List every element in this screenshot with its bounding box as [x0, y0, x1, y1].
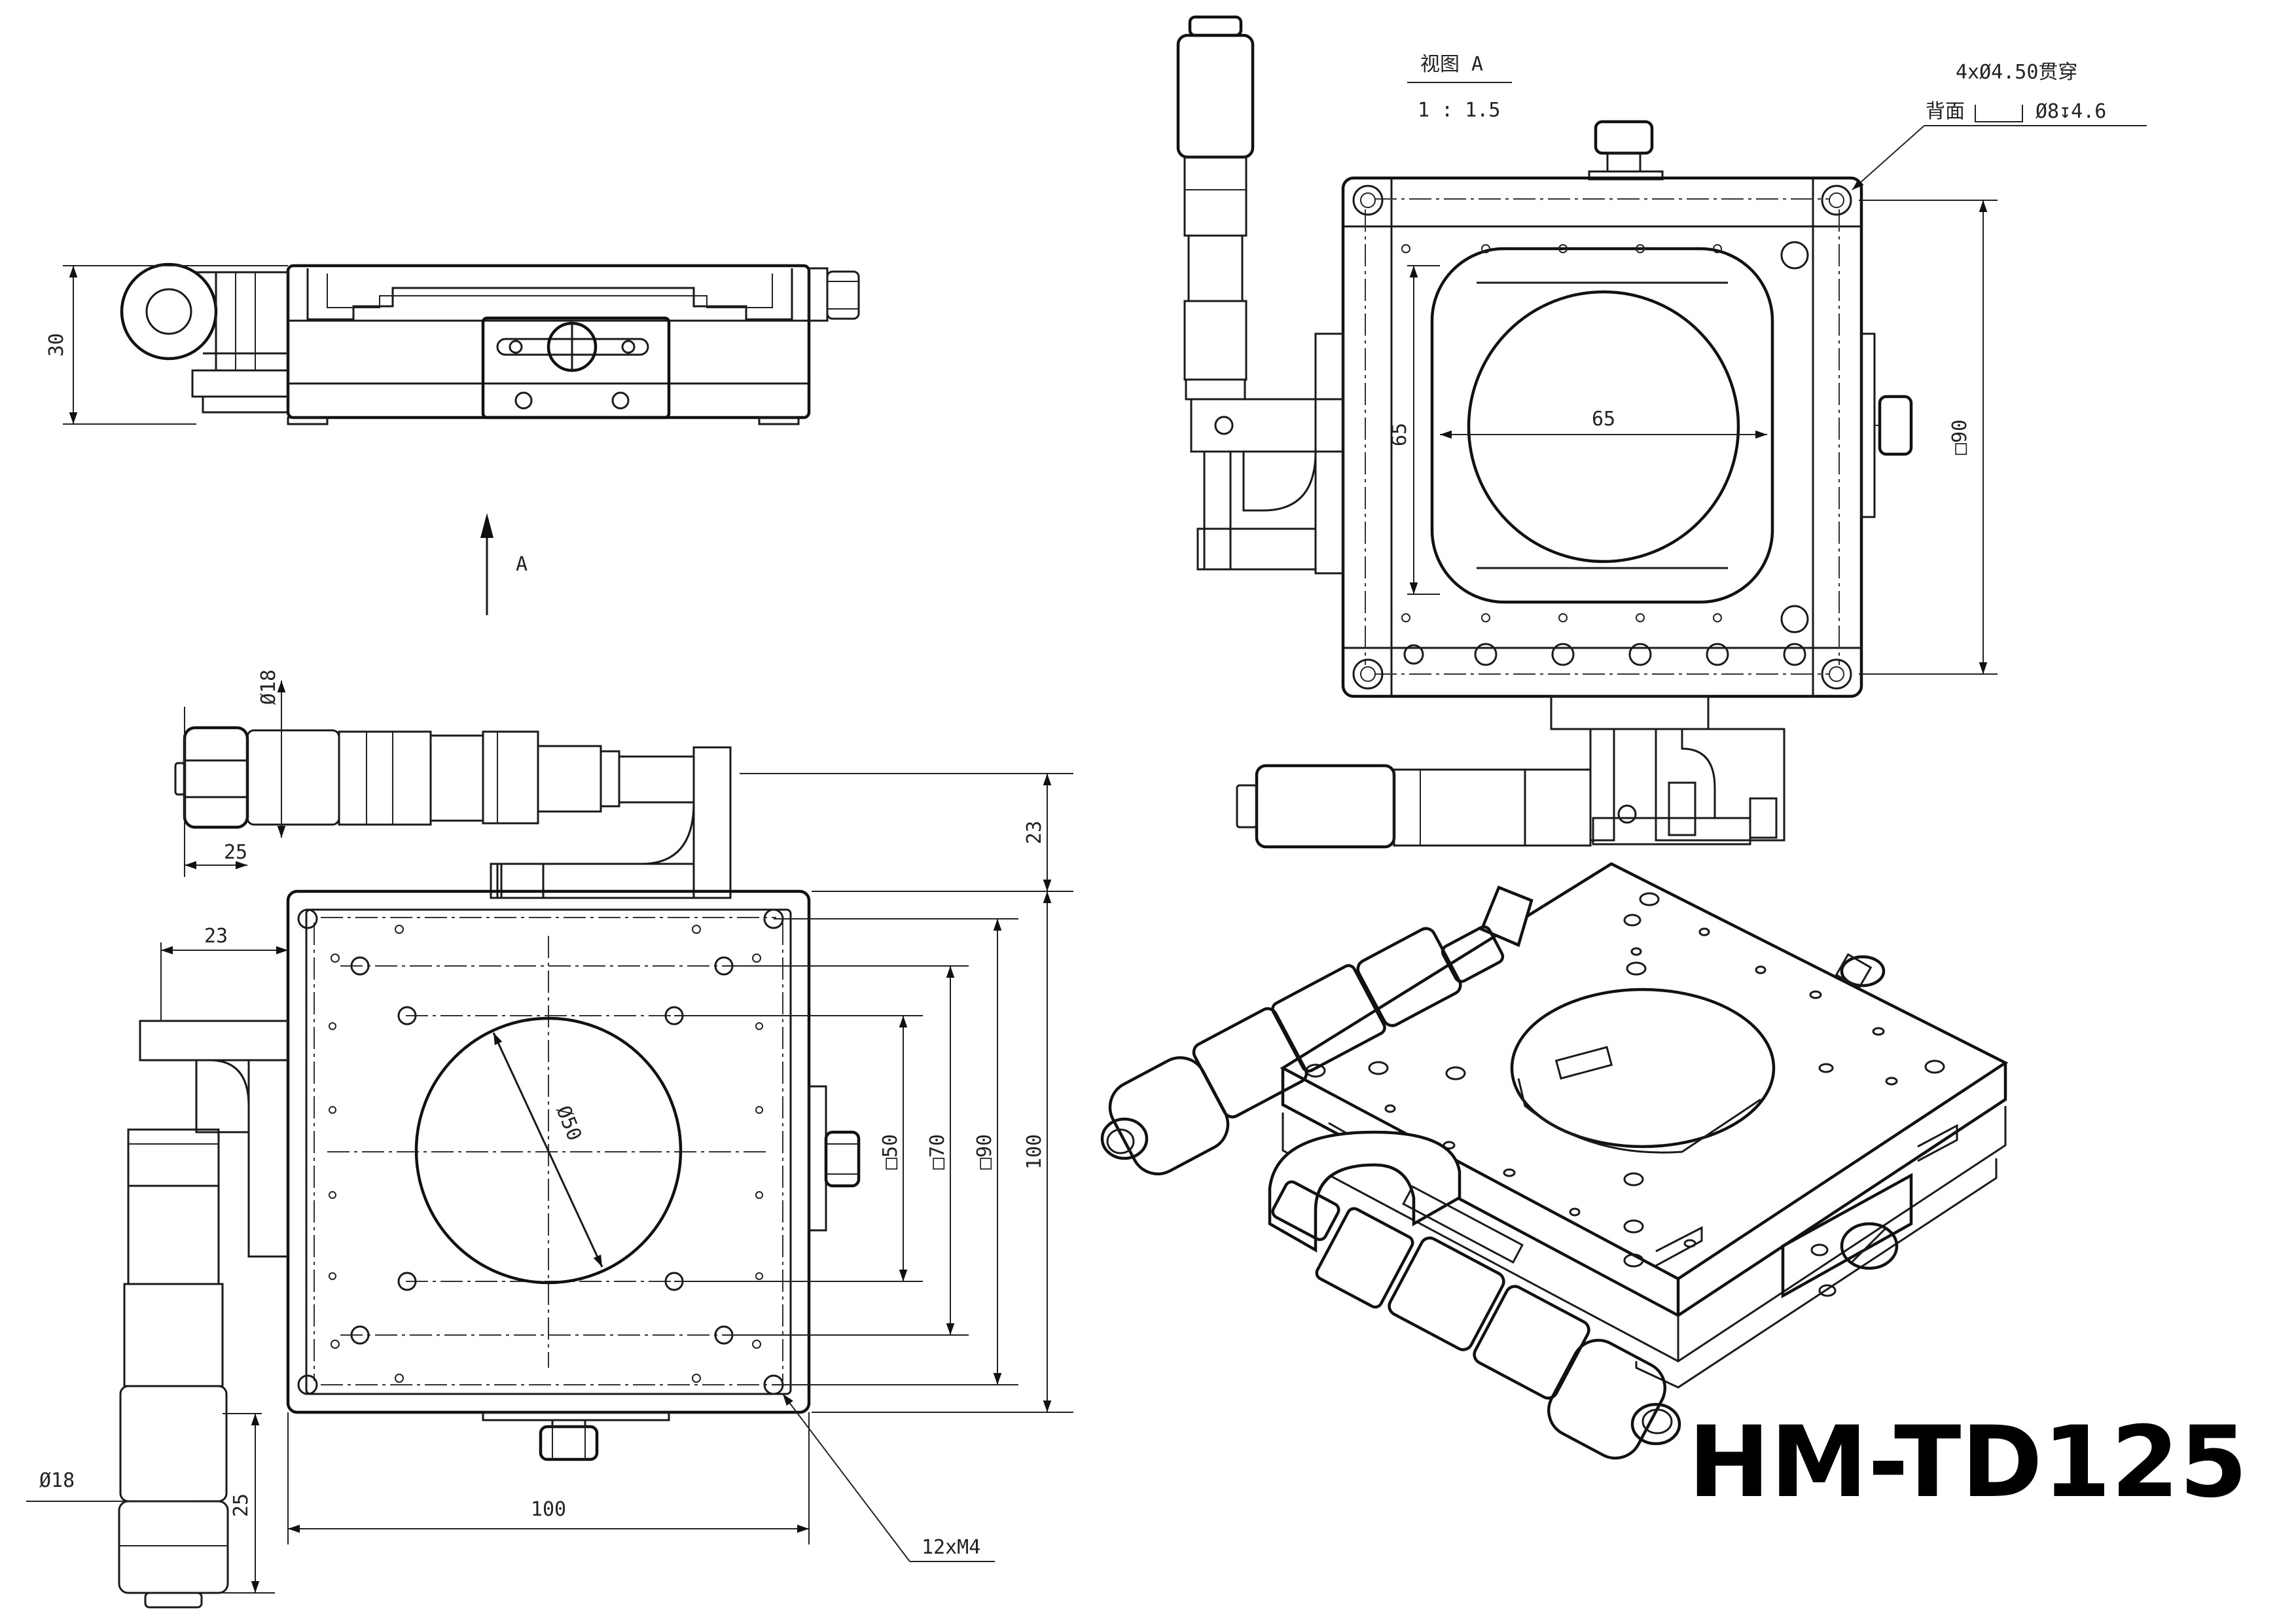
- side-view: 30: [45, 262, 860, 425]
- dim-overall-w: 100: [531, 1498, 566, 1521]
- view-arrow-label: A: [516, 553, 528, 576]
- top-view: Ø18 25 Ø50: [26, 669, 1073, 1609]
- dim-sq70: □70: [926, 1134, 949, 1169]
- callout-holes-line2: 背面: [1926, 100, 1965, 123]
- view-a-scale: 1 : 1.5: [1418, 99, 1500, 122]
- dim-bore: Ø50: [551, 1103, 586, 1144]
- dim-offset-left: 23: [204, 925, 228, 948]
- dim-mic-dia-left: Ø18: [39, 1469, 75, 1492]
- dim-overall-h: 100: [1023, 1134, 1046, 1169]
- iso-view: [1100, 862, 2009, 1460]
- dim-viewa-sq: □90: [1948, 419, 1971, 455]
- model-title: HM-TD125: [1688, 1406, 2248, 1520]
- dim-mic-len-top: 25: [224, 841, 247, 864]
- view-a-label: 视图 A: [1420, 53, 1483, 76]
- dim-mic-dia-top: Ø18: [257, 669, 280, 705]
- viewa-holes: [1352, 185, 1852, 690]
- view-a: 视图 A 1 : 1.5 4xØ4.50贯穿 背面 Ø8↧4.6 65: [1176, 15, 2147, 849]
- callout-holes-line3: Ø8↧4.6: [2036, 100, 2106, 123]
- dim-side-height: 30: [45, 333, 68, 357]
- dim-sq50: □50: [879, 1134, 902, 1169]
- dim-viewa-w: 65: [1592, 408, 1615, 431]
- callout-thread: 12xM4: [922, 1536, 980, 1559]
- dim-mic-len-left: 25: [230, 1493, 253, 1517]
- dim-viewa-h: 65: [1388, 423, 1411, 446]
- callout-holes-line1: 4xØ4.50贯穿: [1956, 61, 2077, 84]
- view-arrow: A: [480, 513, 528, 615]
- dim-offset-top: 23: [1023, 821, 1046, 844]
- dim-sq90: □90: [973, 1134, 996, 1169]
